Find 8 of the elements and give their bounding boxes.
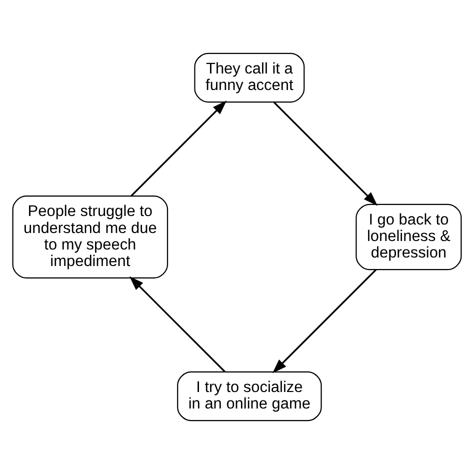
node-box: They call it a funny accent [194, 52, 305, 103]
node-box: People struggle to understand me due to my speech impediment [12, 196, 168, 278]
arrow [273, 102, 378, 206]
arrow [129, 276, 226, 372]
node-box: I try to socialize in an online game [177, 371, 322, 422]
arrow [272, 269, 377, 374]
arrow [130, 100, 227, 197]
node-box: I go back to loneliness & depression [356, 204, 462, 270]
